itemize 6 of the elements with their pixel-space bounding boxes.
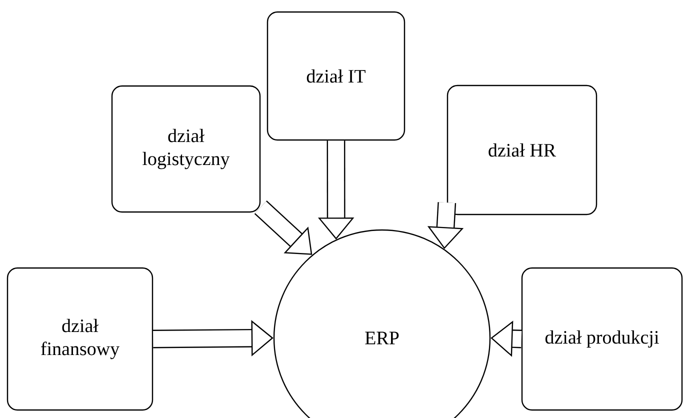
department-box: dział finansowy [6, 267, 154, 411]
block-arrow [254, 200, 312, 255]
department-box: dział IT [266, 11, 406, 141]
department-box: dział produkcji [521, 267, 683, 411]
department-box: dział HR [446, 84, 598, 216]
department-box: dział logistyczny [111, 85, 261, 213]
